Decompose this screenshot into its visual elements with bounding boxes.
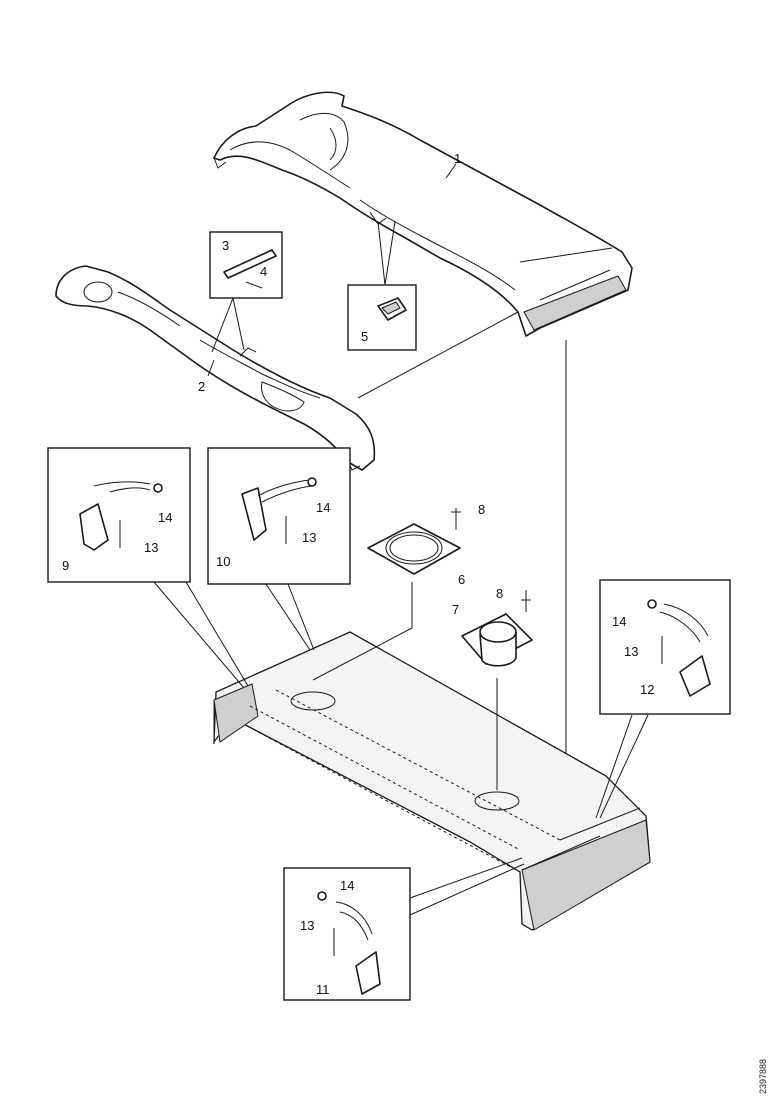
callout-10: 10 [216, 554, 230, 569]
inset-parts-3-4 [209, 231, 283, 299]
callout-14d: 14 [340, 878, 354, 893]
part-6-gasket-ring [367, 523, 461, 575]
callout-2: 2 [198, 379, 205, 394]
part-1-upper-panel [213, 91, 633, 337]
callout-13d: 13 [300, 918, 314, 933]
callout-5: 5 [361, 329, 368, 344]
callout-7: 7 [452, 602, 459, 617]
callout-1: 1 [454, 151, 461, 166]
assembly-leaders [211, 221, 567, 828]
inset-part-5 [347, 284, 417, 351]
callout-labels: 1 2 3 4 5 6 7 8 8 9 13 14 10 13 14 14 13… [62, 151, 654, 997]
base-floor-assembly [213, 631, 651, 931]
reference-code: 2397888 [758, 1059, 768, 1094]
callout-14c: 14 [612, 614, 626, 629]
callout-8a: 8 [478, 502, 485, 517]
callout-3: 3 [222, 238, 229, 253]
callout-4: 4 [260, 264, 267, 279]
callout-6: 6 [458, 572, 465, 587]
callout-8b: 8 [496, 586, 503, 601]
callout-14b: 14 [316, 500, 330, 515]
inset-parts-9-13-14 [47, 447, 191, 583]
inset-parts-10-13-14 [207, 447, 351, 585]
part-8-screws [451, 508, 531, 612]
part-2-lower-trim [55, 265, 376, 471]
callout-14a: 14 [158, 510, 172, 525]
callout-12: 12 [640, 682, 654, 697]
inset-parts-11-13-14 [283, 867, 411, 1001]
base-leaders [153, 581, 649, 916]
part-7-duct-flange [461, 613, 533, 667]
inset-parts-12-13-14 [599, 579, 731, 715]
callout-11: 11 [316, 982, 330, 997]
callout-13a: 13 [144, 540, 158, 555]
callout-13b: 13 [302, 530, 316, 545]
callout-13c: 13 [624, 644, 638, 659]
callout-9: 9 [62, 558, 69, 573]
